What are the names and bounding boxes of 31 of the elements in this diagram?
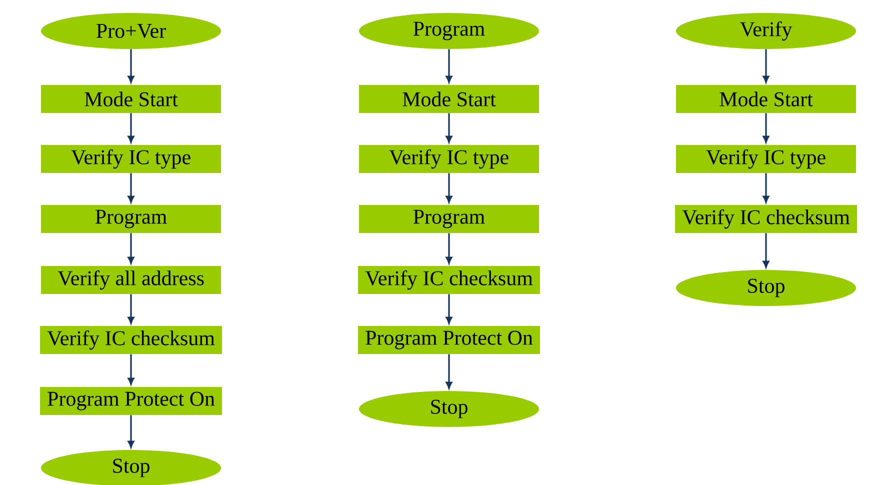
process-box: Verify IC checksum: [358, 266, 540, 294]
process-box: Verify IC type: [359, 145, 539, 173]
arrow: [128, 415, 134, 448]
process-box: Mode Start: [676, 85, 856, 113]
process-box: Verify IC checksum: [40, 326, 222, 354]
arrow: [762, 233, 770, 268]
arrow: [446, 294, 452, 324]
arrow: [446, 233, 452, 264]
process-box: Program Protect On: [358, 326, 540, 354]
arrow: [446, 113, 452, 143]
arrow: [128, 113, 134, 143]
process-box: Verify IC checksum: [675, 205, 857, 233]
arrow: [762, 49, 770, 83]
arrow: [128, 354, 134, 385]
arrow: [446, 173, 452, 203]
process-box: Verify all address: [41, 266, 221, 294]
process-box: Verify IC type: [676, 145, 856, 173]
arrow: [446, 354, 452, 389]
process-box: Program: [41, 205, 221, 233]
process-box: Program: [359, 205, 539, 233]
arrow: [446, 49, 452, 83]
arrow: [762, 173, 770, 203]
process-box: Mode Start: [41, 85, 221, 113]
arrow: [128, 173, 134, 203]
process-box: Mode Start: [359, 85, 539, 113]
arrow: [128, 49, 134, 83]
arrow: [128, 294, 134, 324]
process-box: Program Protect On: [40, 387, 222, 415]
arrow: [128, 233, 134, 264]
arrow: [762, 113, 770, 143]
process-box: Verify IC type: [41, 145, 221, 173]
